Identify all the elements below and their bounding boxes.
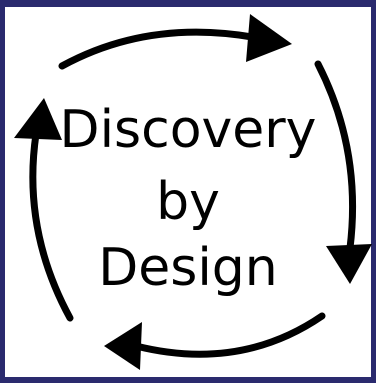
top-arrow-icon xyxy=(58,14,292,70)
right-arrow-icon xyxy=(314,60,372,284)
bottom-arrow-icon xyxy=(104,312,326,370)
title-line-discovery: Discovery xyxy=(59,100,317,160)
title-line-design: Design xyxy=(98,238,278,298)
title-line-by: by xyxy=(156,172,220,232)
left-arrow-icon xyxy=(14,98,74,322)
